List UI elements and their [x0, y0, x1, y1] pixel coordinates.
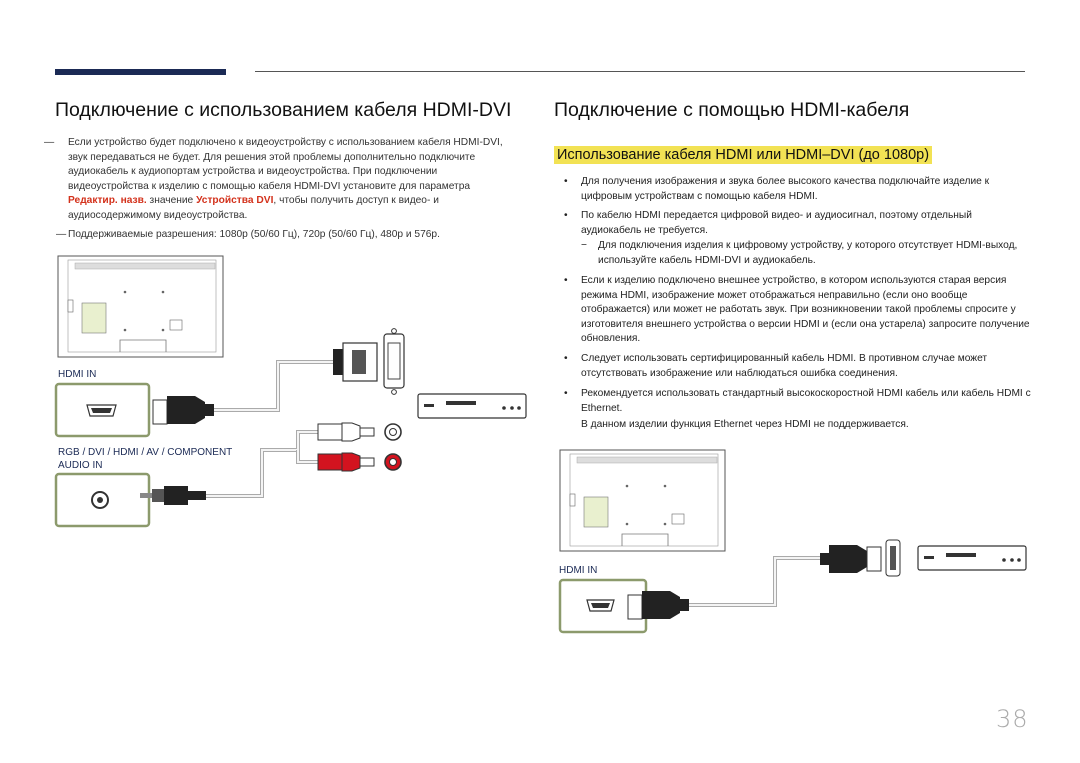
- menu-name-edit-name: Редактир. назв.: [68, 195, 147, 207]
- menu-value-dvi-devices: Устройства DVI: [196, 195, 274, 207]
- header-accent-bar: [55, 69, 226, 75]
- audio-plug-35mm: [140, 486, 206, 505]
- ethernet-note: В данном изделии функция Ethernet через …: [581, 419, 909, 430]
- sub-bullet-item: −Для подключения изделия к цифровому уст…: [581, 239, 1036, 268]
- hdmi-plug-right-near: [627, 591, 689, 620]
- page-number: 38: [996, 705, 1029, 733]
- note-text-after: , чтобы получить доступ к видео- и аудио…: [68, 195, 439, 221]
- bullet-text: Для получения изображения и звука более …: [581, 176, 990, 202]
- right-section-title: Подключение с помощью HDMI-кабеля: [554, 99, 910, 121]
- note-text-middle: значение: [149, 195, 194, 207]
- bullet-item: •Для получения изображения и звука более…: [564, 175, 1034, 204]
- dvi-plug: [333, 328, 405, 395]
- bullet-text: Если к изделию подключено внешнее устрой…: [581, 275, 1030, 345]
- monitor-back-right: [559, 449, 726, 552]
- bullet-text: По кабелю HDMI передается цифровой видео…: [581, 210, 972, 236]
- audio-in-label-line2: AUDIO IN: [58, 460, 103, 471]
- source-device-right: [917, 545, 1027, 571]
- header-rule: [255, 71, 1025, 72]
- left-section-title: Подключение с использованием кабеля HDMI…: [55, 99, 512, 121]
- hdmi-in-label-left: HDMI IN: [58, 369, 97, 380]
- audio-in-label-line1: RGB / DVI / HDMI / AV / COMPONENT: [58, 447, 233, 458]
- hdmi-in-label-right: HDMI IN: [559, 565, 598, 576]
- bullet-text: Следует использовать сертифицированный к…: [581, 353, 988, 379]
- source-device-left: [417, 393, 527, 419]
- hdmi-usage-subtitle: Использование кабеля HDMI или HDMI–DVI (…: [554, 146, 933, 164]
- bullet-item: •Рекомендуется использовать стандартный …: [564, 387, 1034, 416]
- note-text-before: Если устройство будет подключено к видео…: [68, 137, 503, 192]
- hdmi-plug-right-far: [820, 539, 901, 577]
- note-hdmi-dvi-audio: ―Если устройство будет подключено к виде…: [44, 137, 503, 221]
- note-resolutions-text: Поддерживаемые разрешения: 1080p (50/60 …: [68, 229, 440, 240]
- rca-plug-red: [317, 452, 402, 472]
- bullet-item: •Если к изделию подключено внешнее устро…: [564, 274, 1034, 347]
- audio-in-port-box: [54, 472, 151, 528]
- note-supported-resolutions: ―Поддерживаемые разрешения: 1080p (50/60…: [56, 229, 440, 240]
- sub-bullet-text: Для подключения изделия к цифровому устр…: [598, 240, 1018, 266]
- rca-plug-white: [317, 422, 402, 442]
- monitor-back-left: [57, 255, 224, 358]
- hdmi-in-port-box: [54, 382, 151, 438]
- bullet-item: •Следует использовать сертифицированный …: [564, 352, 1034, 381]
- hdmi-in-port-box-right: [558, 578, 648, 634]
- bullet-text: Рекомендуется использовать стандартный в…: [581, 388, 1031, 414]
- hdmi-plug-left: [152, 396, 214, 425]
- bullet-item: •По кабелю HDMI передается цифровой виде…: [564, 209, 1034, 238]
